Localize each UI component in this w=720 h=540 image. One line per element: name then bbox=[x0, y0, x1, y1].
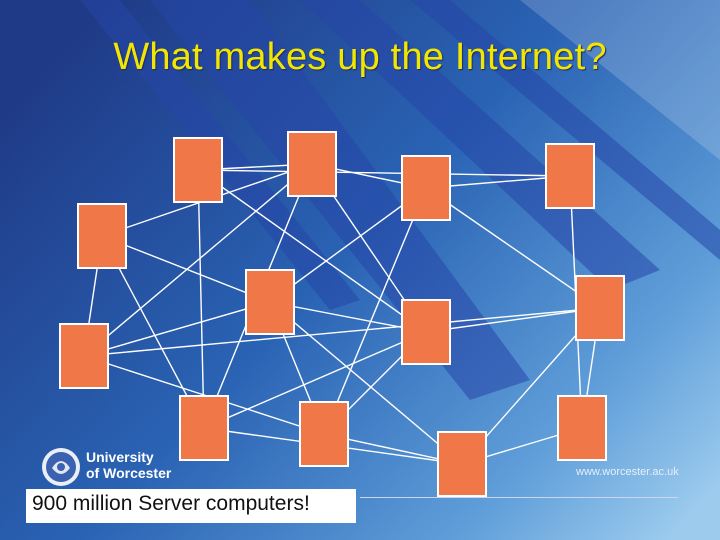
footer-rule bbox=[360, 497, 678, 498]
university-crest-icon bbox=[42, 448, 80, 486]
server-node bbox=[245, 269, 295, 335]
network-link bbox=[425, 187, 601, 309]
network-link bbox=[83, 307, 601, 357]
server-node bbox=[575, 275, 625, 341]
network-link bbox=[197, 169, 427, 333]
caption-box bbox=[26, 489, 356, 523]
slide-title: What makes up the Internet? bbox=[113, 36, 607, 78]
server-node bbox=[287, 131, 337, 197]
network-nodes bbox=[59, 131, 625, 497]
server-node bbox=[557, 395, 607, 461]
network-link bbox=[425, 307, 601, 333]
network-link bbox=[323, 187, 427, 435]
network-link bbox=[197, 169, 205, 429]
university-logo: University of Worcester bbox=[40, 446, 180, 488]
network-link bbox=[101, 235, 271, 303]
network-link bbox=[269, 187, 427, 303]
logo-text-line1: University bbox=[86, 449, 154, 465]
server-node bbox=[299, 401, 349, 467]
network-link bbox=[83, 301, 271, 357]
server-node bbox=[401, 155, 451, 221]
network-link bbox=[197, 169, 571, 177]
server-node bbox=[77, 203, 127, 269]
logo-text-line2: of Worcester bbox=[86, 465, 172, 481]
network-link bbox=[83, 163, 313, 357]
server-node bbox=[401, 299, 451, 365]
server-node bbox=[179, 395, 229, 461]
network-link bbox=[203, 331, 427, 429]
caption-text: 900 million Server computers! bbox=[32, 492, 310, 515]
server-node bbox=[437, 431, 487, 497]
website-url: www.worcester.ac.uk bbox=[576, 466, 679, 478]
server-node bbox=[173, 137, 223, 203]
network-link bbox=[269, 301, 463, 465]
server-node bbox=[59, 323, 109, 389]
server-node bbox=[545, 143, 595, 209]
